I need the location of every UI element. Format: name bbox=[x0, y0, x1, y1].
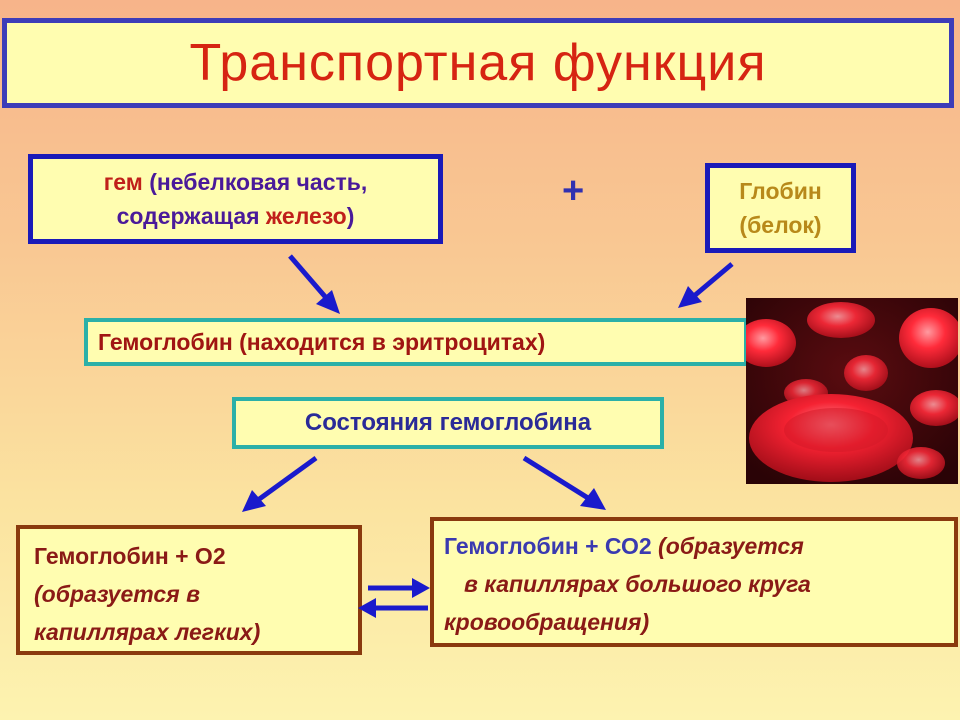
globin-line-2: (белок) bbox=[739, 212, 822, 238]
arrow-head-carb bbox=[580, 488, 606, 510]
oxy-line-3: капиллярах легких) bbox=[34, 619, 261, 645]
heme-contains: содержащая bbox=[116, 203, 266, 229]
plus-sign: + bbox=[562, 170, 585, 212]
heme-box: гем (небелковая часть, содержащая железо… bbox=[28, 154, 443, 244]
iron-word: железо bbox=[265, 203, 347, 229]
oxyhemoglobin-box: Гемоглобин + О2 (образуется в капиллярах… bbox=[16, 525, 362, 655]
states-text: Состояния гемоглобина bbox=[304, 409, 592, 436]
arrow-globin-to-hemoglobin bbox=[692, 262, 734, 298]
carb-line-3: кровообращения) bbox=[444, 609, 650, 635]
carb-lead: Гемоглобин + СО2 bbox=[444, 533, 659, 559]
carb-tail: (образуется bbox=[658, 533, 804, 559]
page-title: Транспортная функция bbox=[189, 34, 767, 92]
oxy-line-1: Гемоглобин + О2 bbox=[34, 543, 226, 569]
heme-line-1: гем (небелковая часть, bbox=[33, 165, 438, 199]
globin-line-1: Глобин bbox=[739, 178, 822, 204]
oxy-line-2: (образуется в bbox=[34, 581, 200, 607]
globin-box: Глобин (белок) bbox=[705, 163, 856, 253]
arrow-head-oxy bbox=[242, 490, 266, 512]
carb-line-2: в капиллярах большого круга bbox=[464, 571, 811, 597]
states-box: Состояния гемоглобина bbox=[232, 397, 664, 449]
heme-word: гем bbox=[103, 169, 143, 195]
arrow-head-globin bbox=[678, 286, 702, 308]
arrow-states-to-carb bbox=[522, 455, 590, 501]
arrow-heme-to-hemoglobin bbox=[288, 254, 330, 302]
heme-desc: (небелковая часть, bbox=[142, 169, 368, 195]
arrow-head-right bbox=[412, 578, 430, 598]
title-box: Транспортная функция bbox=[2, 18, 954, 108]
arrow-head-heme bbox=[316, 290, 340, 314]
hemoglobin-box: Гемоглобин (находится в эритроцитах) bbox=[84, 318, 748, 366]
heme-line-2: содержащая железо) bbox=[33, 199, 438, 233]
carbhemoglobin-box: Гемоглобин + СО2 (образуется в капилляра… bbox=[430, 517, 958, 647]
hemoglobin-text: Гемоглобин (находится в эритроцитах) bbox=[98, 329, 546, 355]
red-blood-cells-image bbox=[746, 298, 958, 484]
carb-line-1: Гемоглобин + СО2 (образуется bbox=[444, 527, 954, 565]
heme-close: ) bbox=[346, 203, 355, 229]
arrow-states-to-oxy bbox=[256, 455, 318, 503]
